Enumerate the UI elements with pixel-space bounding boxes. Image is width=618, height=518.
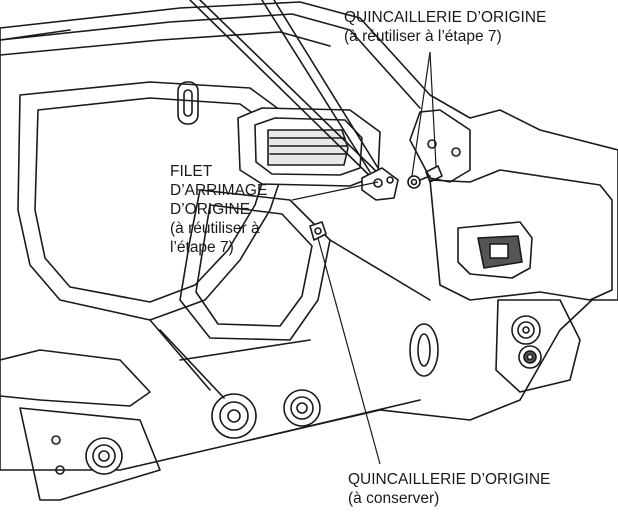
leader-cargo-net — [291, 181, 379, 201]
label-hardware-reuse: QUINCAILLERIE D’ORIGINE (à réutiliser à … — [344, 8, 546, 46]
bolt-center — [309, 221, 327, 241]
leader-top-2 — [429, 51, 437, 167]
upper-edge — [0, 13, 421, 109]
label-cargo-net: FILET D’ARRIMAGE D’ORIGINE (à réutiliser… — [170, 162, 267, 257]
boss-3 — [85, 437, 123, 475]
leader-bottom — [317, 237, 381, 465]
label-hardware-keep-line2: (à conserver) — [348, 490, 440, 507]
right-bracket — [409, 109, 471, 183]
label-cargo-net-line5: l’étape 7) — [170, 239, 234, 256]
right-panel — [429, 169, 613, 301]
label-hardware-keep-line1: QUINCAILLERIE D’ORIGINE — [348, 471, 551, 488]
label-cargo-net-line4: (à réutiliser à — [170, 220, 260, 237]
label-cargo-net-line1: FILET — [170, 163, 213, 180]
cargo-net-straps — [0, 0, 381, 179]
handle-grip — [267, 129, 349, 166]
leader-top-1 — [411, 51, 431, 177]
latch-recess — [457, 221, 533, 279]
fastener-lower-right — [495, 299, 581, 393]
lower-ledge — [0, 349, 151, 407]
upper-edge-inner — [0, 31, 331, 56]
lower-slot — [409, 323, 439, 377]
left-recess — [17, 81, 291, 321]
boss-2 — [283, 389, 321, 427]
label-hardware-reuse-line2: (à réutiliser à l’étape 7) — [344, 28, 502, 45]
cargo-net-bracket — [361, 167, 399, 201]
post-recess — [179, 189, 331, 341]
left-recess-inner — [34, 97, 273, 303]
boss-1 — [211, 393, 257, 439]
label-cargo-net-line2: D’ARRIMAGE — [170, 182, 268, 199]
washer-top — [407, 175, 421, 189]
upper-slot — [177, 81, 199, 125]
label-hardware-reuse-line1: QUINCAILLERIE D’ORIGINE — [344, 9, 547, 26]
label-hardware-keep: QUINCAILLERIE D’ORIGINE (à conserver) — [348, 470, 550, 508]
label-cargo-net-line3: D’ORIGINE — [170, 201, 251, 218]
